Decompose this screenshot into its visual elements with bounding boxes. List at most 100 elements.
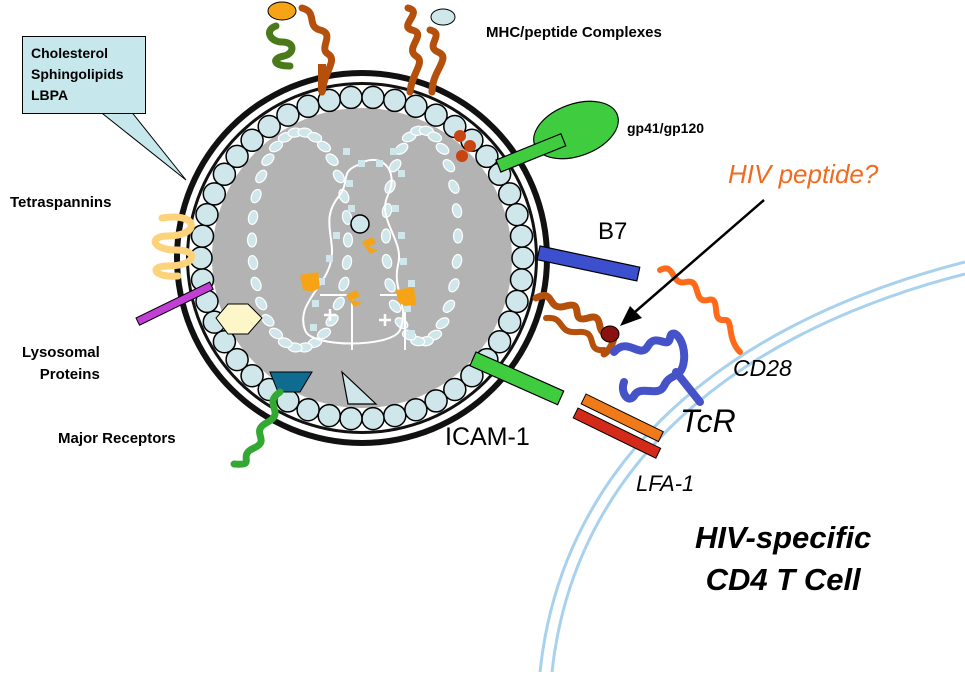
label-gp41-gp120: gp41/gp120 [627,120,705,136]
membrane-bead [225,144,249,169]
membrane-bead [424,103,448,127]
membrane-bead [240,363,264,388]
membrane-bead [317,403,341,428]
lipid-oval [388,299,402,313]
label-tetraspannins: Tetraspannins [10,194,112,211]
mhc-synapse-2 [543,314,607,354]
membrane-bead [383,88,407,113]
membrane-bead [509,224,534,248]
lipid-oval [435,317,450,330]
lipid-oval [451,253,463,269]
tcr-stem [672,368,704,406]
lipid-oval [325,153,339,167]
b7-receptor [536,245,641,282]
lipid-oval [250,276,262,292]
membrane-bead [339,85,363,110]
label-lysosomal-proteins: Lysosomal Proteins [22,342,100,386]
lipid-oval [268,327,284,340]
lipid-oval [277,337,293,349]
label-tcell-line1: HIV-specific [695,520,872,555]
callout-line-lbpa: LBPA [31,87,69,103]
lipid-oval [332,296,345,311]
lipid-oval [255,296,268,311]
cd28-receptor [657,265,743,355]
major-receptor [230,370,378,468]
membrane-bead [511,246,535,270]
membrane-bead [424,389,448,413]
arrow-icon [620,199,765,326]
membrane-bead [225,347,249,372]
lysosomal-protein [135,281,263,335]
internal-bead [350,214,370,234]
lipid-oval [338,276,350,292]
label-lfa-1: LFA-1 [636,471,695,496]
label-cd28: CD28 [733,355,792,381]
membrane-bead [361,85,385,110]
label-hiv-peptide: HIV peptide? [728,159,879,189]
membrane-beads [189,85,535,431]
lfa-1-receptor [572,393,664,459]
label-tcr: TcR [680,403,736,439]
label-icam-1: ICAM-1 [445,423,530,451]
membrane-bead [240,128,264,153]
membrane-bead [475,144,499,169]
membrane-bead [296,397,320,422]
hiv-peptide-dot [600,325,620,343]
lipid-callout: Cholesterol Sphingolipids LBPA [22,36,146,114]
label-lysosomal-line1: Lysosomal [22,344,100,361]
membrane-bead [276,103,300,127]
lipid-oval [384,278,396,293]
mhc-complex-right [404,4,456,96]
membrane-bead [383,403,407,428]
membrane-bead [404,397,428,422]
callout-pointer [96,109,187,181]
tcell-membrane [538,260,965,673]
lipid-oval [247,254,259,271]
tcr-receptor [610,329,689,403]
internal-lipid-rings [246,125,464,353]
membrane-bead [443,377,467,402]
mhc-complex-left [266,1,336,96]
membrane-bead [212,329,237,354]
lipid-oval [255,169,268,184]
membrane-bead [505,289,529,314]
lipid-oval [381,253,393,269]
membrane-bead [497,182,522,206]
lipid-oval [380,228,392,244]
lipid-oval [448,278,460,293]
lipid-oval [435,142,450,155]
lipid-oval [452,228,464,244]
lipid-oval [246,232,258,248]
label-mhc-complexes: MHC/peptide Complexes [486,24,662,41]
callout-line-cholesterol: Cholesterol [31,45,109,61]
lipid-oval [261,153,275,167]
membrane-bead [404,94,428,119]
label-b7: B7 [598,218,628,245]
label-lysosomal-line2: Proteins [39,366,100,383]
membrane-bead [212,162,237,187]
lipid-oval [427,131,443,143]
membrane-bead [487,329,512,354]
lipid-oval [442,299,456,313]
lipid-oval [332,169,345,184]
lipid-oval [451,203,463,219]
membrane-bead [505,202,529,227]
membrane-bead [497,310,522,334]
callout-line-sphingolipids: Sphingolipids [31,66,124,82]
lipid-oval [442,159,456,173]
lipid-oval [247,209,259,226]
lipid-oval [316,140,332,153]
lipid-oval [250,188,262,204]
gp41-gp120 [495,100,619,173]
mhc-synapse [532,292,618,358]
icam-1-receptor [469,351,565,406]
membrane-bead [190,224,215,248]
internal-small-squares [310,148,415,337]
membrane-bead [195,202,219,227]
label-major-receptors: Major Receptors [58,430,176,447]
lipid-oval [316,327,332,340]
lipid-oval [341,209,353,226]
membrane-bead [257,114,281,139]
